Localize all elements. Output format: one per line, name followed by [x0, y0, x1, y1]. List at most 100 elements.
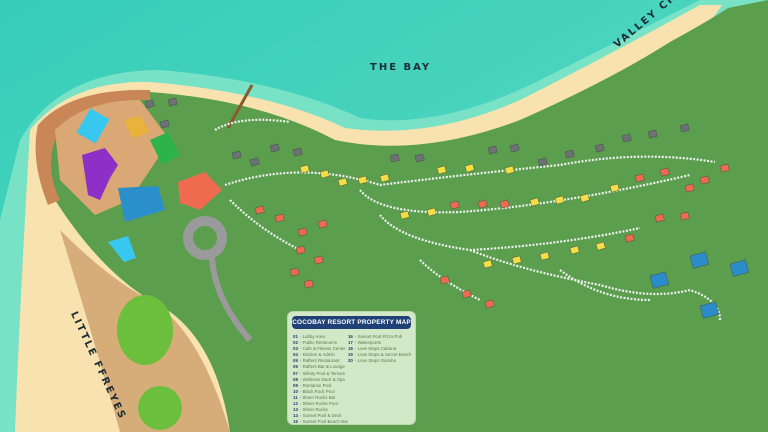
yellow-villa	[595, 241, 606, 251]
legend-item-label: Romance Pool	[302, 382, 332, 388]
legend-item-number: 04	[293, 352, 298, 358]
legend-item-label: Sheer Rocks Pool	[302, 401, 338, 407]
coral-villa	[634, 173, 645, 183]
legend-item: 01- Lobby Area	[293, 334, 325, 339]
legend-item-number: 16	[347, 334, 353, 339]
legend-item-number: 06	[293, 364, 298, 370]
footpaths	[214, 118, 722, 321]
grey-villa	[647, 129, 658, 139]
yellow-villa	[579, 193, 590, 203]
legend-item-label: Sheer Rocks	[302, 407, 328, 413]
grey-villa	[159, 119, 170, 129]
legend-item-number: 19	[347, 352, 353, 358]
yellow-villa	[337, 177, 348, 187]
coral-villa	[719, 163, 730, 173]
legend-item-number: 17	[347, 340, 353, 346]
coral-villa	[699, 175, 710, 185]
legend-item-number: 09	[293, 382, 298, 388]
villas	[144, 97, 750, 319]
legend-item-number: 01	[293, 334, 298, 339]
legend-item-label: Love Steps Gazebo	[357, 358, 397, 364]
yellow-villa	[464, 163, 475, 173]
grey-villa	[509, 143, 520, 153]
coral-villa	[303, 279, 314, 289]
grey-villa	[537, 157, 548, 167]
legend-item-number: 14	[293, 413, 298, 419]
legend-item-label: Love Steps & Secret Beach	[357, 352, 412, 358]
coral-villa	[449, 200, 460, 210]
yellow-villa	[609, 183, 620, 193]
legend-item-number: 02	[293, 340, 298, 346]
coral-villa	[624, 233, 635, 243]
grey-villa	[249, 157, 260, 167]
yellow-villa	[504, 165, 515, 175]
grey-villa	[487, 145, 498, 155]
legend-item-label: Rafters Bar & Lounge	[302, 364, 345, 370]
legend-item-number: 12	[293, 401, 298, 407]
legend-item-number: 11	[293, 394, 298, 400]
yellow-villa	[379, 173, 390, 183]
yellow-villa	[511, 255, 522, 265]
legend-item: 05- Rafters Restaurant	[293, 358, 340, 364]
yellow-villa	[426, 207, 437, 217]
grey-villa	[414, 153, 425, 163]
yellow-villa	[299, 164, 310, 174]
legend-item: 07- Infinity Pool & Terrace	[293, 370, 346, 376]
legend-item-number: 08	[293, 376, 298, 382]
infinity-pool	[76, 108, 110, 144]
legend-item: 03- Cafe & Fitness Center	[293, 346, 346, 352]
coral-villa	[295, 245, 306, 255]
footpath	[359, 173, 691, 214]
legend-item-number: 15	[293, 419, 298, 425]
legend-item: 15- Sunset Pool Beach Bar	[293, 419, 348, 425]
footpath	[224, 155, 716, 187]
tree-cluster	[138, 386, 182, 430]
yellow-villa	[482, 259, 493, 269]
roundabout-island	[193, 226, 217, 250]
cliff-edge	[35, 89, 150, 205]
legend-item-label: Sheer Rocks Bar	[302, 394, 336, 400]
grey-villa	[231, 150, 242, 160]
restaurant-building	[118, 186, 165, 222]
cafe-building	[124, 116, 150, 138]
legend-item-label: Watersports	[357, 340, 382, 346]
legend-item-label: Love Steps Cabana	[357, 346, 397, 352]
legend-item-label: Public Restrooms	[302, 340, 337, 346]
legend-item: 18- Love Steps Cabana	[347, 346, 397, 352]
spa-building	[150, 132, 180, 165]
legend-item-number: 13	[293, 407, 298, 413]
yellow-villa	[399, 210, 410, 220]
legend-item-label: Kitchen & Admin	[302, 352, 335, 358]
coral-villa	[684, 183, 695, 193]
lobby-building	[82, 148, 118, 200]
grey-villa	[594, 143, 605, 153]
yellow-villa	[539, 251, 550, 261]
legend-item: 09- Romance Pool	[293, 382, 332, 388]
coral-villa	[297, 227, 308, 237]
grey-villa	[389, 153, 400, 163]
legend-item: 10- Black Rock Pool	[293, 388, 335, 394]
blue-villa	[729, 259, 750, 277]
legend-item: 04- Kitchen & Admin	[293, 352, 335, 358]
coral-villa	[289, 267, 300, 277]
legend-item-label: Infinity Pool & Terrace	[302, 370, 346, 376]
legend-item-label: Black Rock Pool	[302, 388, 335, 394]
sunset-pool	[108, 236, 136, 262]
legend-item: 06- Rafters Bar & Lounge	[293, 364, 345, 370]
legend-item: 14- Sunset Pool & Deck	[293, 413, 342, 419]
legend-item-label: Sunset Pool & Deck	[302, 413, 342, 419]
legend-item: 16- Sunset Pool Pizza Pub	[347, 334, 403, 339]
grey-villa	[292, 147, 303, 157]
kitchen-building	[178, 172, 222, 210]
tree-cluster	[117, 295, 173, 365]
coral-villa	[461, 289, 472, 299]
legend-item: 12- Sheer Rocks Pool	[293, 401, 338, 407]
legend-item-number: 05	[293, 358, 298, 364]
legend-item-label: Wellness Deck & Spa	[302, 376, 345, 382]
coral-villa	[439, 275, 450, 285]
coral-villa	[274, 213, 285, 223]
jetty	[226, 84, 254, 129]
coral-villa	[654, 213, 665, 223]
yellow-villa	[319, 169, 330, 179]
